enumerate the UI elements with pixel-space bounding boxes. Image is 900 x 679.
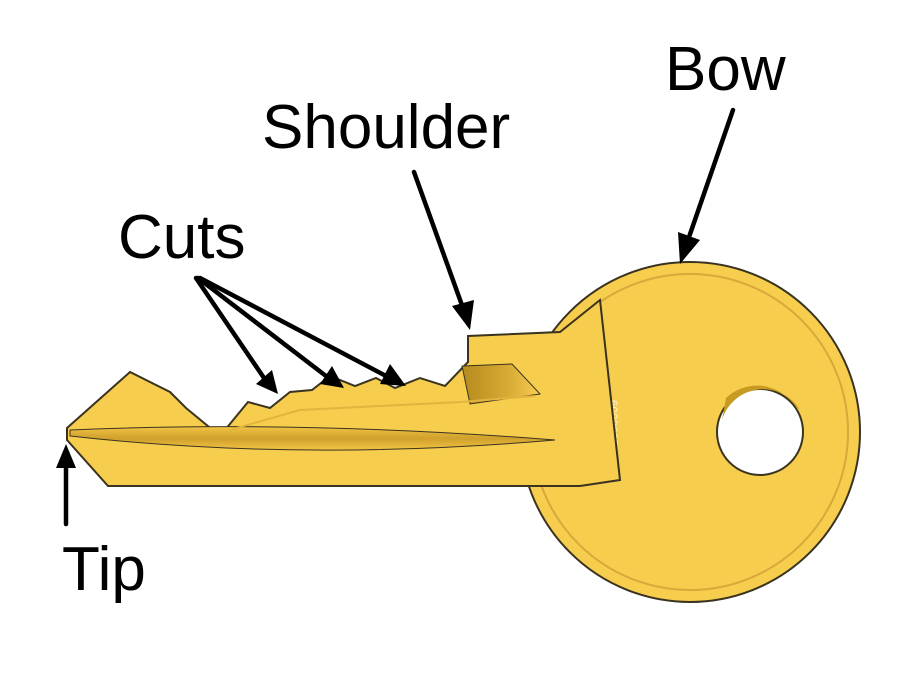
bow-label: Bow bbox=[665, 35, 786, 104]
shoulder-label: Shoulder bbox=[262, 93, 510, 162]
bow-arrow bbox=[685, 107, 736, 243]
cuts-label: Cuts bbox=[118, 203, 245, 272]
tip-arrowhead bbox=[56, 444, 76, 468]
cuts-arrowhead-2 bbox=[320, 366, 344, 388]
cuts-arrow-1 bbox=[193, 275, 267, 381]
cuts-arrowhead-1 bbox=[256, 370, 278, 394]
key-blade bbox=[66, 298, 622, 487]
arrows bbox=[56, 107, 736, 527]
key-hole-bevel bbox=[722, 385, 800, 420]
bow-arrowhead bbox=[678, 232, 700, 264]
shoulder-arrow bbox=[411, 169, 466, 311]
cuts-arrow-3 bbox=[197, 275, 389, 379]
blade-ridge bbox=[229, 395, 536, 431]
cuts-arrow-2 bbox=[195, 275, 329, 379]
shoulder-arrowhead bbox=[452, 300, 474, 330]
blade-groove-lower bbox=[69, 426, 556, 451]
cuts-arrowhead-3 bbox=[380, 364, 406, 386]
tip-label: Tip bbox=[62, 535, 146, 604]
blade-groove-upper bbox=[461, 363, 542, 405]
